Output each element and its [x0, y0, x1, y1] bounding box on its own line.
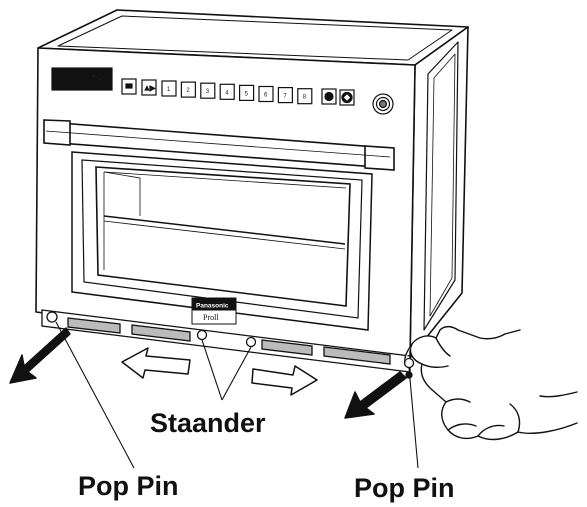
- staander-label: Staander: [150, 408, 266, 438]
- pop-pin-label-right: Pop Pin: [354, 473, 455, 503]
- arrow-right-white: [252, 366, 317, 395]
- staander-left[interactable]: [198, 331, 207, 340]
- pop-pin-left[interactable]: [47, 312, 57, 322]
- hand-illustration: [405, 327, 577, 440]
- brand-badge: Panasonic Proll: [192, 298, 236, 324]
- pop-pin-right[interactable]: [405, 359, 414, 368]
- display-readout: - 7 10: [57, 73, 104, 88]
- pop-pin-label-left: Pop Pin: [78, 471, 179, 501]
- model-name: Proll: [203, 313, 219, 322]
- svg-text:▲▶: ▲▶: [144, 86, 155, 92]
- brand-name: Panasonic: [196, 303, 229, 310]
- staander-right[interactable]: [247, 338, 256, 347]
- arrow-left-black: [10, 328, 70, 383]
- arrow-right-black: [345, 372, 406, 418]
- arrow-left-white: [122, 348, 190, 378]
